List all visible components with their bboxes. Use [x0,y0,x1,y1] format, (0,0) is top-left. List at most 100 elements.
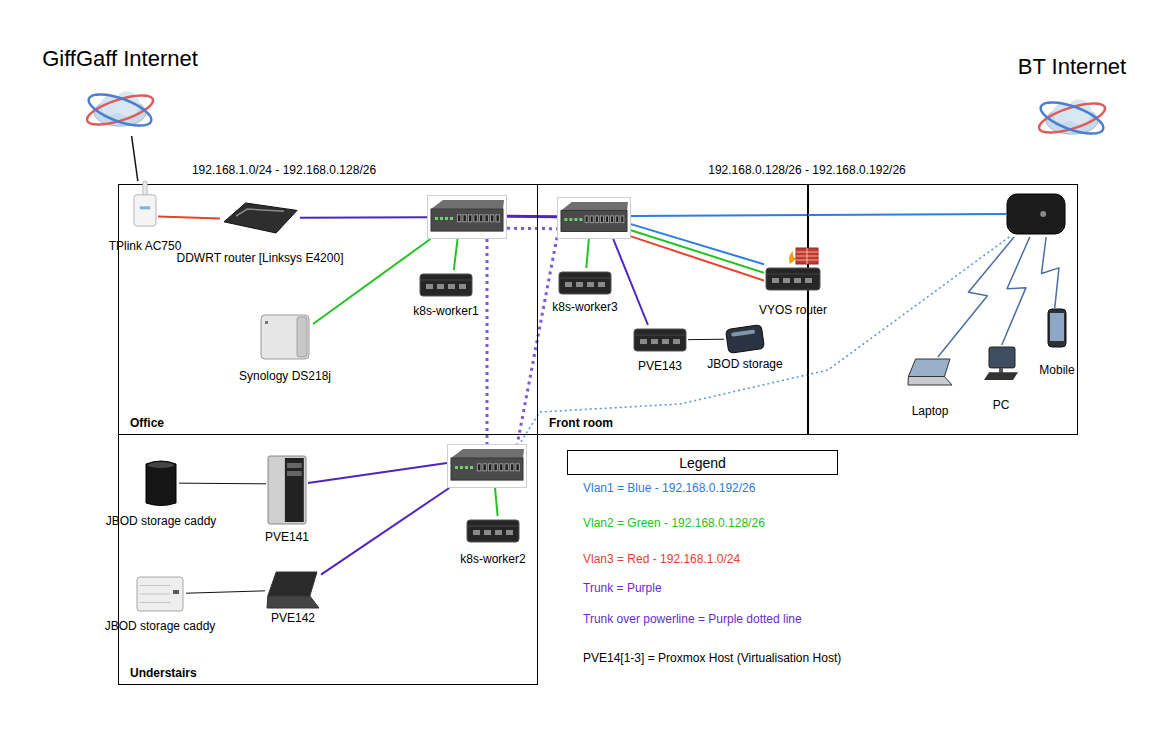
laptop-icon [906,357,954,387]
server-icon: PVE142 [265,570,321,610]
network-cable [486,239,489,444]
legend-entry: Vlan3 = Red - 192.168.1.0/24 [583,552,740,566]
device-label: Synology DS218j [239,369,331,383]
router-icon: DDWRT router [Linksys E4200] [220,199,300,237]
room-region: Front roomk8s-worker3VYOS routerPVE143JB… [537,184,808,435]
cloud-icon [1036,92,1108,144]
network-switch [447,444,527,488]
pc-icon: PC [981,345,1021,383]
subnet-label: 192.168.0.128/26 - 192.168.0.192/26 [708,163,906,177]
wireless-link [1042,237,1059,308]
drive-icon [724,325,766,353]
server-icon: k8s-worker3 [557,268,613,298]
device-label: Mobile [1039,363,1074,377]
room-label: Office [130,416,164,430]
network-cable [158,216,220,218]
network-cable [631,236,764,280]
mobile-icon [1047,308,1067,348]
network-cable [321,488,449,575]
wireless-link [938,237,1014,357]
device-label: JBOD storage [707,357,782,371]
room-label: Understairs [130,666,197,680]
device-label: PVE141 [265,530,309,544]
server-icon: k8s-worker2 [465,516,521,546]
network-switch [557,197,631,239]
vyos-icon [764,248,822,294]
network-cable [186,591,265,593]
room-label: Front room [549,416,613,430]
switch-icon [447,444,527,488]
network-cable [132,136,138,181]
network-cable [308,463,447,483]
linksys-icon [220,199,300,237]
cloud-icon [84,84,156,136]
server-icon: PVE141 [266,455,308,525]
device-label: DDWRT router [Linksys E4200] [177,251,344,265]
isp-router [1006,191,1066,237]
legend-entry: Trunk = Purple [583,581,662,595]
wireless-link [1002,237,1030,345]
storage-icon: JBOD storage caddy [143,458,179,508]
pc-icon [981,345,1021,383]
switch-icon [557,197,631,239]
room-region: UnderstairsJBOD storage caddyPVE141k8s-w… [118,434,538,685]
legend-entry: PVE14[1-3] = Proxmox Host (Virtualisatio… [583,651,841,665]
room-region: OfficeTPlink AC750DDWRT router [Linksys … [118,184,538,435]
network-cable [519,237,1009,444]
switch-icon [427,195,507,239]
house-outline [119,185,1078,435]
mini-icon [632,325,688,355]
nas-icon: Synology DS218j [257,313,313,361]
internet-title: GiffGaff Internet [42,46,198,72]
network-switch [427,195,507,239]
network-cable [179,483,266,485]
network-cable [507,215,557,218]
device-label: k8s-worker3 [552,300,617,314]
device-label: VYOS router [759,303,827,317]
internet-cloud: BT Internet [1036,92,1108,144]
device-label: PVE143 [638,359,682,373]
tower-icon [266,455,308,525]
box-icon [134,574,186,614]
network-cable [688,339,724,340]
subnet-label: 192.168.1.0/24 - 192.168.0.128/26 [192,163,376,177]
device-label: Laptop [912,404,949,418]
storage-icon: JBOD storage caddy [134,574,186,614]
network-cable [586,239,589,268]
legend-entry: Trunk over powerline = Purple dotted lin… [583,612,802,626]
laptop-icon: Laptop [906,357,954,387]
laptop2-icon [265,570,321,610]
firewall-router: VYOS router [764,248,822,294]
device-label: JBOD storage caddy [106,514,217,528]
device-label: PC [993,398,1010,412]
mini-icon [557,268,613,298]
storage-icon: JBOD storage [724,325,766,353]
legend-box: Legend [567,450,838,475]
nas-icon [257,313,313,361]
server-icon: k8s-worker1 [418,270,474,300]
legend-title: Legend [679,454,726,471]
device-label: JBOD storage caddy [105,619,216,633]
network-cable [495,488,498,516]
legend-entry: Vlan2 = Green - 192.168.0.128/26 [583,516,765,530]
internet-cloud: GiffGaff Internet [84,84,156,136]
wifi-extender: TPlink AC750 [132,181,158,227]
network-cable [507,227,557,230]
server-icon: PVE143 [632,325,688,355]
network-cable [454,239,458,270]
mini-icon [465,516,521,546]
device-label: k8s-worker2 [460,552,525,566]
network-cable [631,214,1006,216]
device-label: PVE142 [271,611,315,625]
device-label: TPlink AC750 [109,239,182,253]
caddy-icon [143,458,179,508]
network-cable [631,230,764,272]
mini-icon [418,270,474,300]
tplink-icon [132,181,158,227]
internet-title: BT Internet [1018,54,1126,80]
btrouter-icon [1006,191,1066,237]
network-cable [613,239,648,325]
legend-entry: Vlan1 = Blue - 192.168.0.192/26 [583,481,755,495]
mobile-icon: Mobile [1047,308,1067,348]
device-label: k8s-worker1 [413,304,478,318]
